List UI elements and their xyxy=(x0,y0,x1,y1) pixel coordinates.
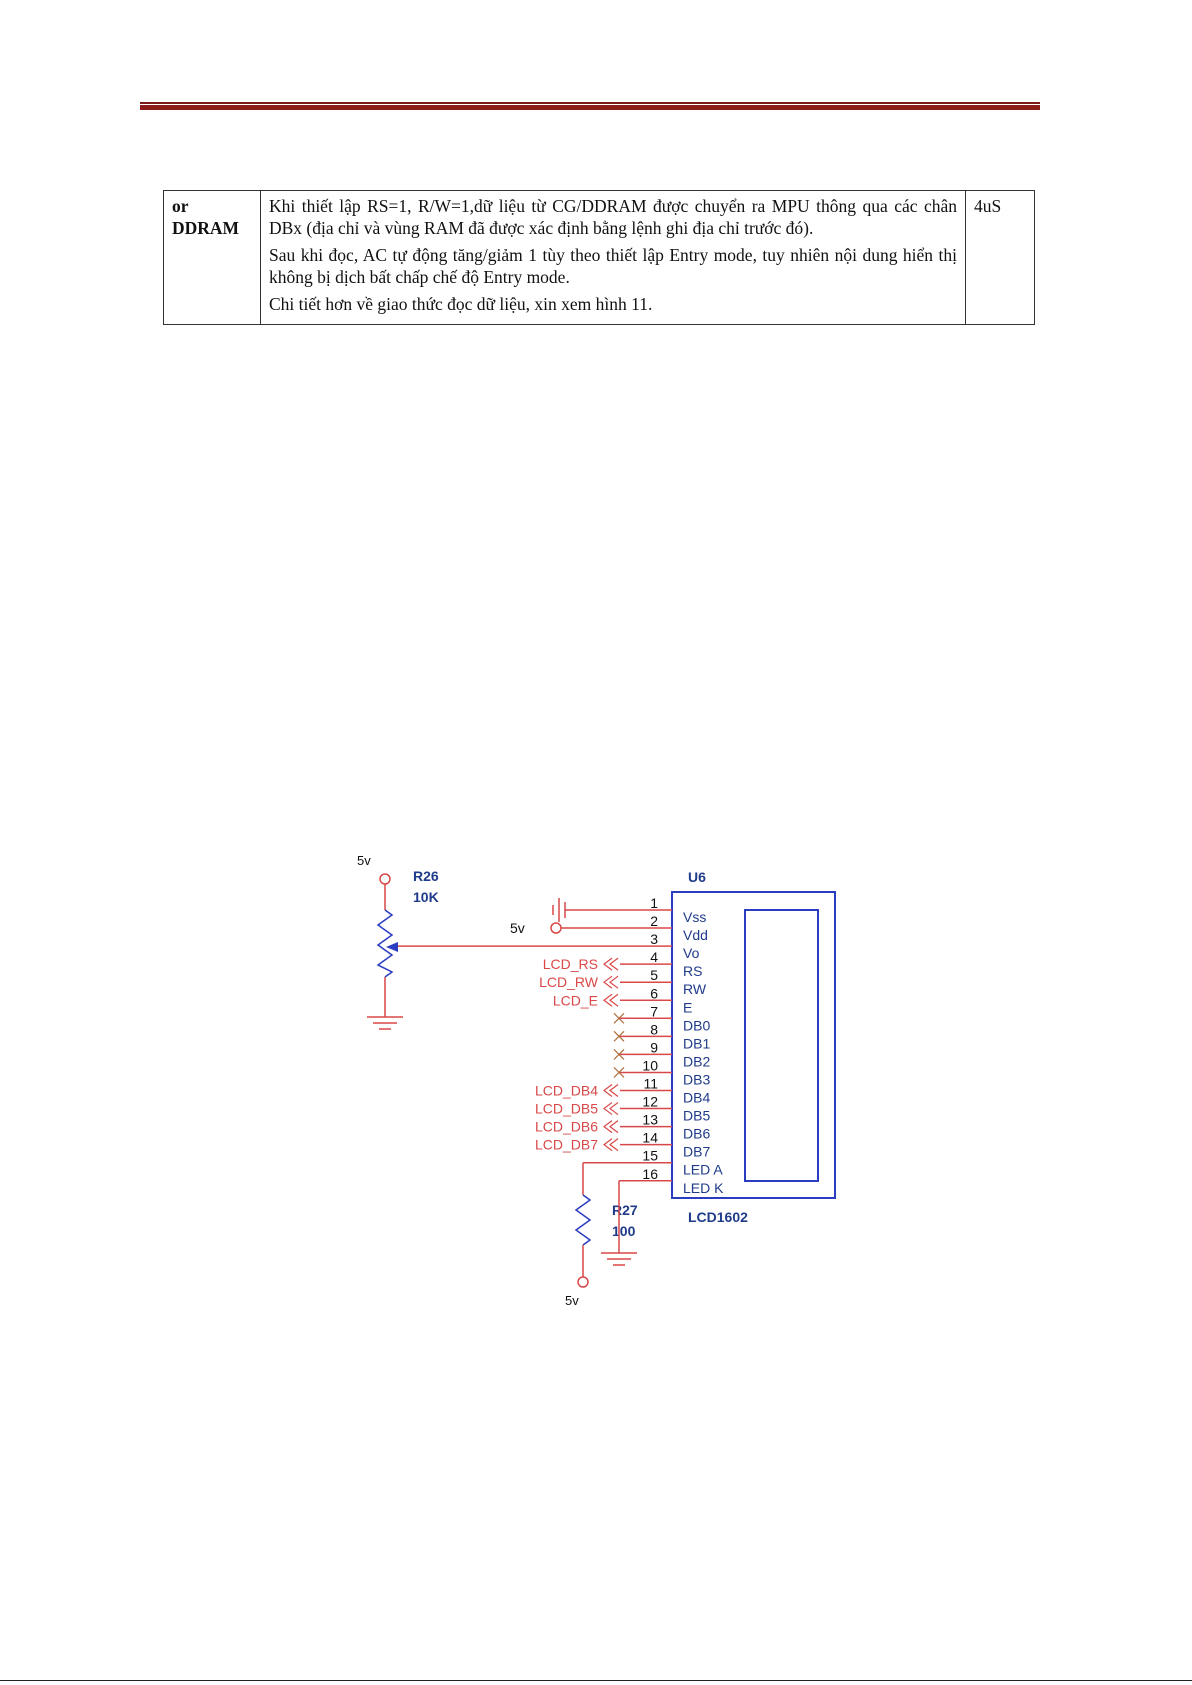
power-terminal-icon xyxy=(577,1276,589,1288)
no-connect-icon xyxy=(613,1030,625,1042)
pin-name: LED A xyxy=(683,1162,723,1178)
pin-number: 12 xyxy=(642,1094,658,1110)
pin-name: DB3 xyxy=(683,1071,710,1087)
instruction-name-line: or xyxy=(172,196,189,216)
net-label: LCD_E xyxy=(553,992,598,1008)
pin-number: 16 xyxy=(642,1166,658,1182)
pin-number: 6 xyxy=(650,985,658,1001)
supply-label: 5v xyxy=(510,920,525,936)
pin-name: Vo xyxy=(683,945,700,961)
pin-number: 3 xyxy=(650,931,658,947)
pin-number: 13 xyxy=(642,1112,658,1128)
pin-number: 2 xyxy=(650,913,658,929)
resistor-ref-label: R27 xyxy=(612,1202,638,1218)
pot-value-label: 10K xyxy=(413,889,439,905)
supply-label: 5v xyxy=(565,1293,579,1308)
net-connector-icon xyxy=(603,975,619,989)
pin-number: 1 xyxy=(650,895,658,911)
chip-name-label: LCD1602 xyxy=(688,1209,748,1225)
pin-name: Vdd xyxy=(683,927,708,943)
header-rule xyxy=(140,102,1040,104)
pin-number: 9 xyxy=(650,1039,658,1055)
description-paragraph: Sau khi đọc, AC tự động tăng/giảm 1 tùy … xyxy=(269,245,957,287)
net-label: LCD_DB7 xyxy=(535,1137,598,1153)
pot-ref-label: R26 xyxy=(413,868,439,884)
net-connector-icon xyxy=(603,957,619,971)
power-terminal-icon xyxy=(550,922,562,934)
pin-name: DB0 xyxy=(683,1017,710,1033)
header-rule-thick xyxy=(140,105,1040,110)
net-label: LCD_RW xyxy=(539,974,599,990)
no-connect-icon xyxy=(613,1067,625,1078)
instruction-name-cell: or DDRAM xyxy=(163,190,261,325)
pin-number: 11 xyxy=(643,1076,658,1092)
net-connector-icon xyxy=(603,1102,619,1116)
instruction-name-line: DDRAM xyxy=(172,218,240,238)
pin-number: 14 xyxy=(642,1130,658,1146)
pin-name: DB5 xyxy=(683,1108,710,1124)
pin-name: DB7 xyxy=(683,1144,710,1160)
pin-name: DB6 xyxy=(683,1126,710,1142)
pin-name: DB1 xyxy=(683,1035,710,1051)
power-terminal-icon xyxy=(379,873,391,885)
net-label: LCD_RS xyxy=(543,956,598,972)
net-connector-icon xyxy=(603,1138,619,1152)
net-label: LCD_DB5 xyxy=(535,1101,598,1117)
no-connect-icon xyxy=(613,1048,625,1060)
resistor-icon xyxy=(574,1194,592,1246)
pin-name: DB2 xyxy=(683,1053,710,1069)
description-cell: Khi thiết lập RS=1, R/W=1,dữ liệu từ CG/… xyxy=(260,190,966,325)
description-paragraph: Khi thiết lập RS=1, R/W=1,dữ liệu từ CG/… xyxy=(269,196,957,238)
pin-name: RW xyxy=(683,981,707,997)
net-connector-icon xyxy=(603,1120,619,1134)
execution-time-cell: 4uS xyxy=(965,190,1035,325)
net-label: LCD_DB4 xyxy=(535,1083,598,1099)
no-connect-icon xyxy=(613,1012,625,1024)
chip-ref-label: U6 xyxy=(688,869,706,885)
pin-number: 4 xyxy=(650,949,658,965)
table-row: or DDRAM Khi thiết lập RS=1, R/W=1,dữ li… xyxy=(163,190,1035,325)
potentiometer-icon xyxy=(376,909,394,978)
description-paragraph: Chi tiết hơn về giao thức đọc dữ liệu, x… xyxy=(269,294,653,314)
supply-label: 5v xyxy=(357,853,371,868)
pin-name: E xyxy=(683,999,692,1015)
instruction-table: or DDRAM Khi thiết lập RS=1, R/W=1,dữ li… xyxy=(163,190,1035,325)
pin-name: Vss xyxy=(683,909,706,925)
pin-name: LED K xyxy=(683,1180,724,1196)
net-connector-icon xyxy=(603,993,619,1007)
pin-number: 5 xyxy=(650,967,658,983)
resistor-value-label: 100 xyxy=(612,1223,636,1239)
pin-name: DB4 xyxy=(683,1090,710,1106)
net-label: LCD_DB6 xyxy=(535,1119,598,1135)
net-connector-icon xyxy=(603,1084,619,1097)
lcd-chip-body xyxy=(671,891,836,1199)
pin-number: 8 xyxy=(650,1021,658,1037)
pin-number: 7 xyxy=(650,1003,658,1019)
lcd-display-window xyxy=(744,909,819,1182)
wiper-arrow-icon xyxy=(386,942,398,952)
pin-number: 15 xyxy=(642,1148,658,1164)
pin-name: RS xyxy=(683,963,702,979)
footer-rule xyxy=(0,1680,1192,1681)
pin-number: 10 xyxy=(642,1057,658,1073)
